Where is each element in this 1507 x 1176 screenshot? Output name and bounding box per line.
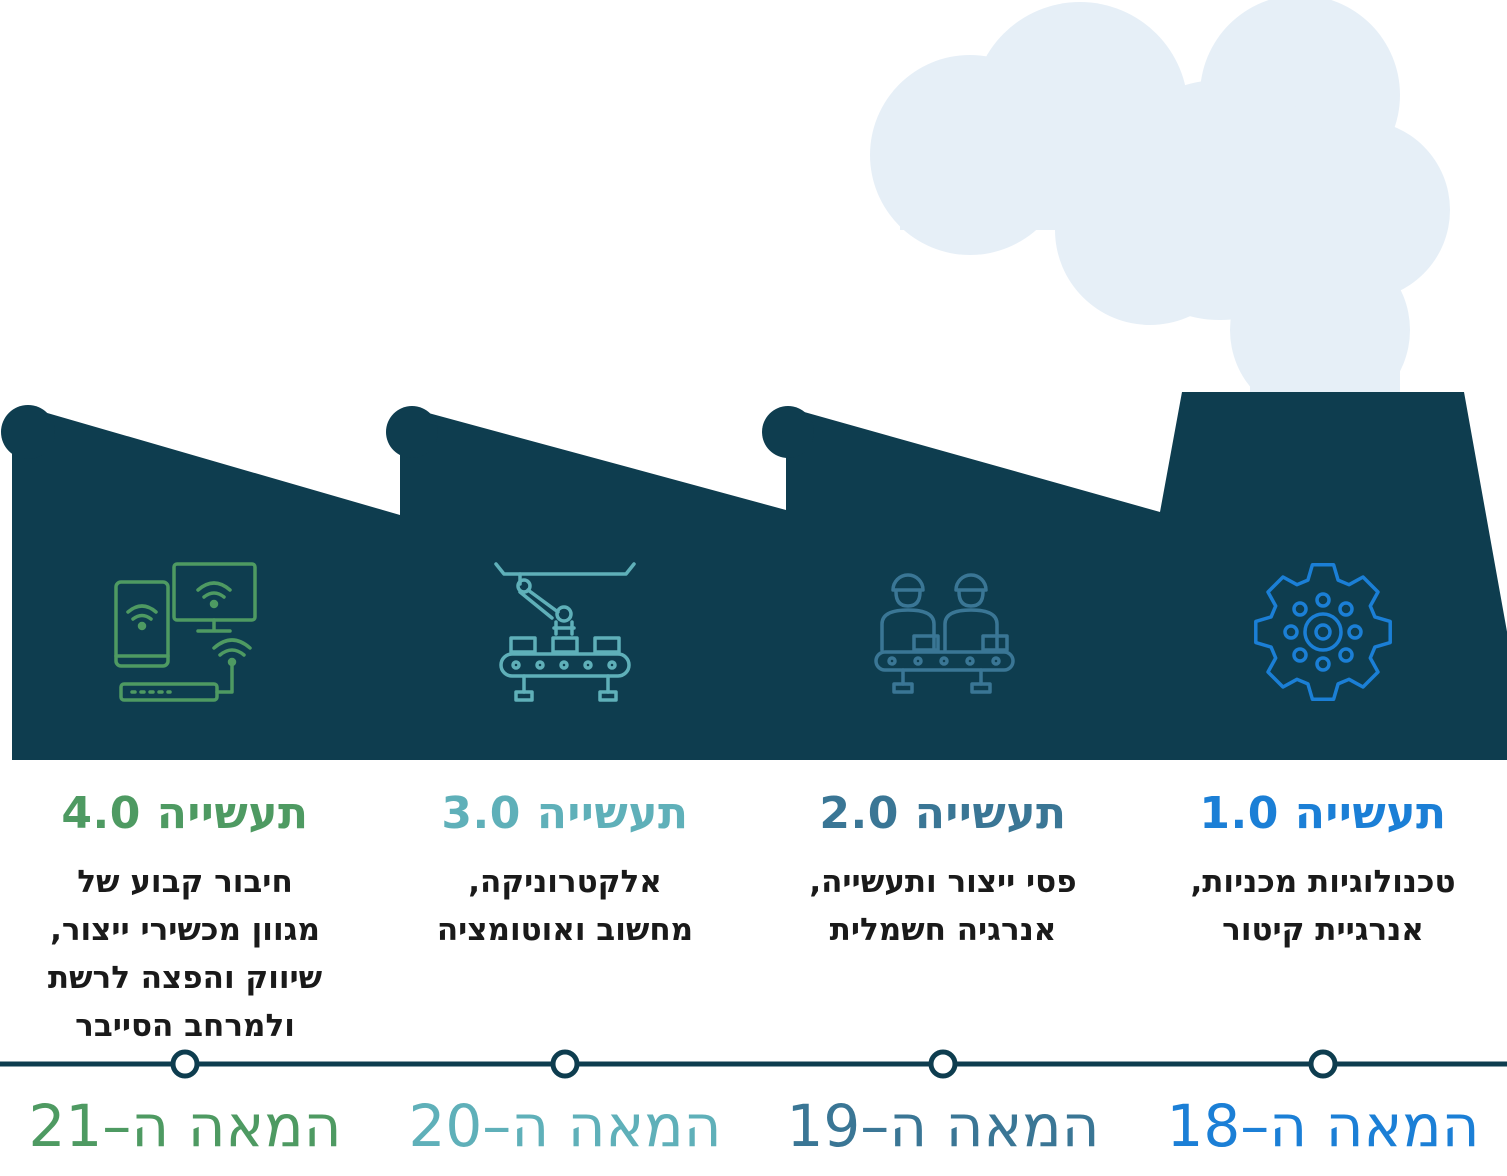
era-title-1: תעשייה 1.0 xyxy=(1199,788,1447,839)
gear-icon xyxy=(1254,563,1392,701)
timeline-marker-3 xyxy=(550,1049,580,1079)
era-description-4: חיבור קבוע של מגוון מכשירי ייצור, שיווק … xyxy=(47,864,323,1044)
timeline-marker-1 xyxy=(1308,1049,1338,1079)
era-title-3: תעשייה 3.0 xyxy=(441,788,689,839)
factory-silhouette xyxy=(1,392,1507,760)
era-century-2: המאה ה–19 xyxy=(786,1092,1100,1160)
era-description-2: פסי ייצור ותעשייה, אנרגיה חשמלית xyxy=(809,864,1077,948)
connected-devices-wifi-icon xyxy=(114,562,257,702)
timeline-marker-4 xyxy=(170,1049,200,1079)
era-title-2: תעשייה 2.0 xyxy=(819,788,1067,839)
workers-assembly-line-icon xyxy=(874,573,1015,694)
robot-arm-conveyor-icon xyxy=(494,562,636,702)
smoke-cloud xyxy=(870,0,1450,420)
era-description-1: טכנולוגיות מכניות, אנרגיית קיטור xyxy=(1190,864,1456,948)
era-description-3: אלקטרוניקה, מחשוב ואוטומציה xyxy=(436,864,694,948)
era-century-1: המאה ה–18 xyxy=(1166,1092,1480,1160)
era-title-4: תעשייה 4.0 xyxy=(61,788,309,839)
era-century-4: המאה ה–21 xyxy=(28,1092,342,1160)
timeline-marker-2 xyxy=(928,1049,958,1079)
timeline xyxy=(0,1049,1507,1079)
era-century-3: המאה ה–20 xyxy=(408,1092,722,1160)
